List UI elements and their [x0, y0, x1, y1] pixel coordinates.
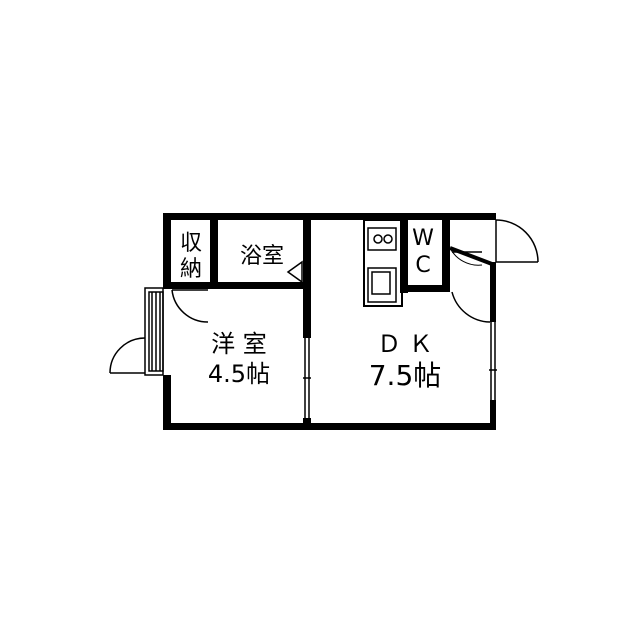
- sink-icon: [367, 267, 397, 303]
- dining-kitchen-size: 7.5帖: [369, 359, 442, 392]
- western-room-name: 洋 室: [211, 330, 267, 358]
- balcony-steps: [144, 287, 164, 376]
- bathroom-label: 浴室: [240, 244, 284, 269]
- wc-label-line1: W: [412, 226, 434, 251]
- storage-label-line1: 収: [180, 231, 202, 256]
- western-room-size: 4.5帖: [208, 360, 270, 388]
- stove-icon: [367, 227, 397, 251]
- interior-walls: [163, 213, 450, 430]
- bath-drain-icon: [286, 260, 303, 284]
- wc-label-line2: C: [415, 253, 430, 278]
- storage-label-line2: 納: [180, 257, 202, 282]
- doors: [109, 219, 539, 418]
- dining-kitchen-name: Ｄ Ｋ: [377, 330, 433, 358]
